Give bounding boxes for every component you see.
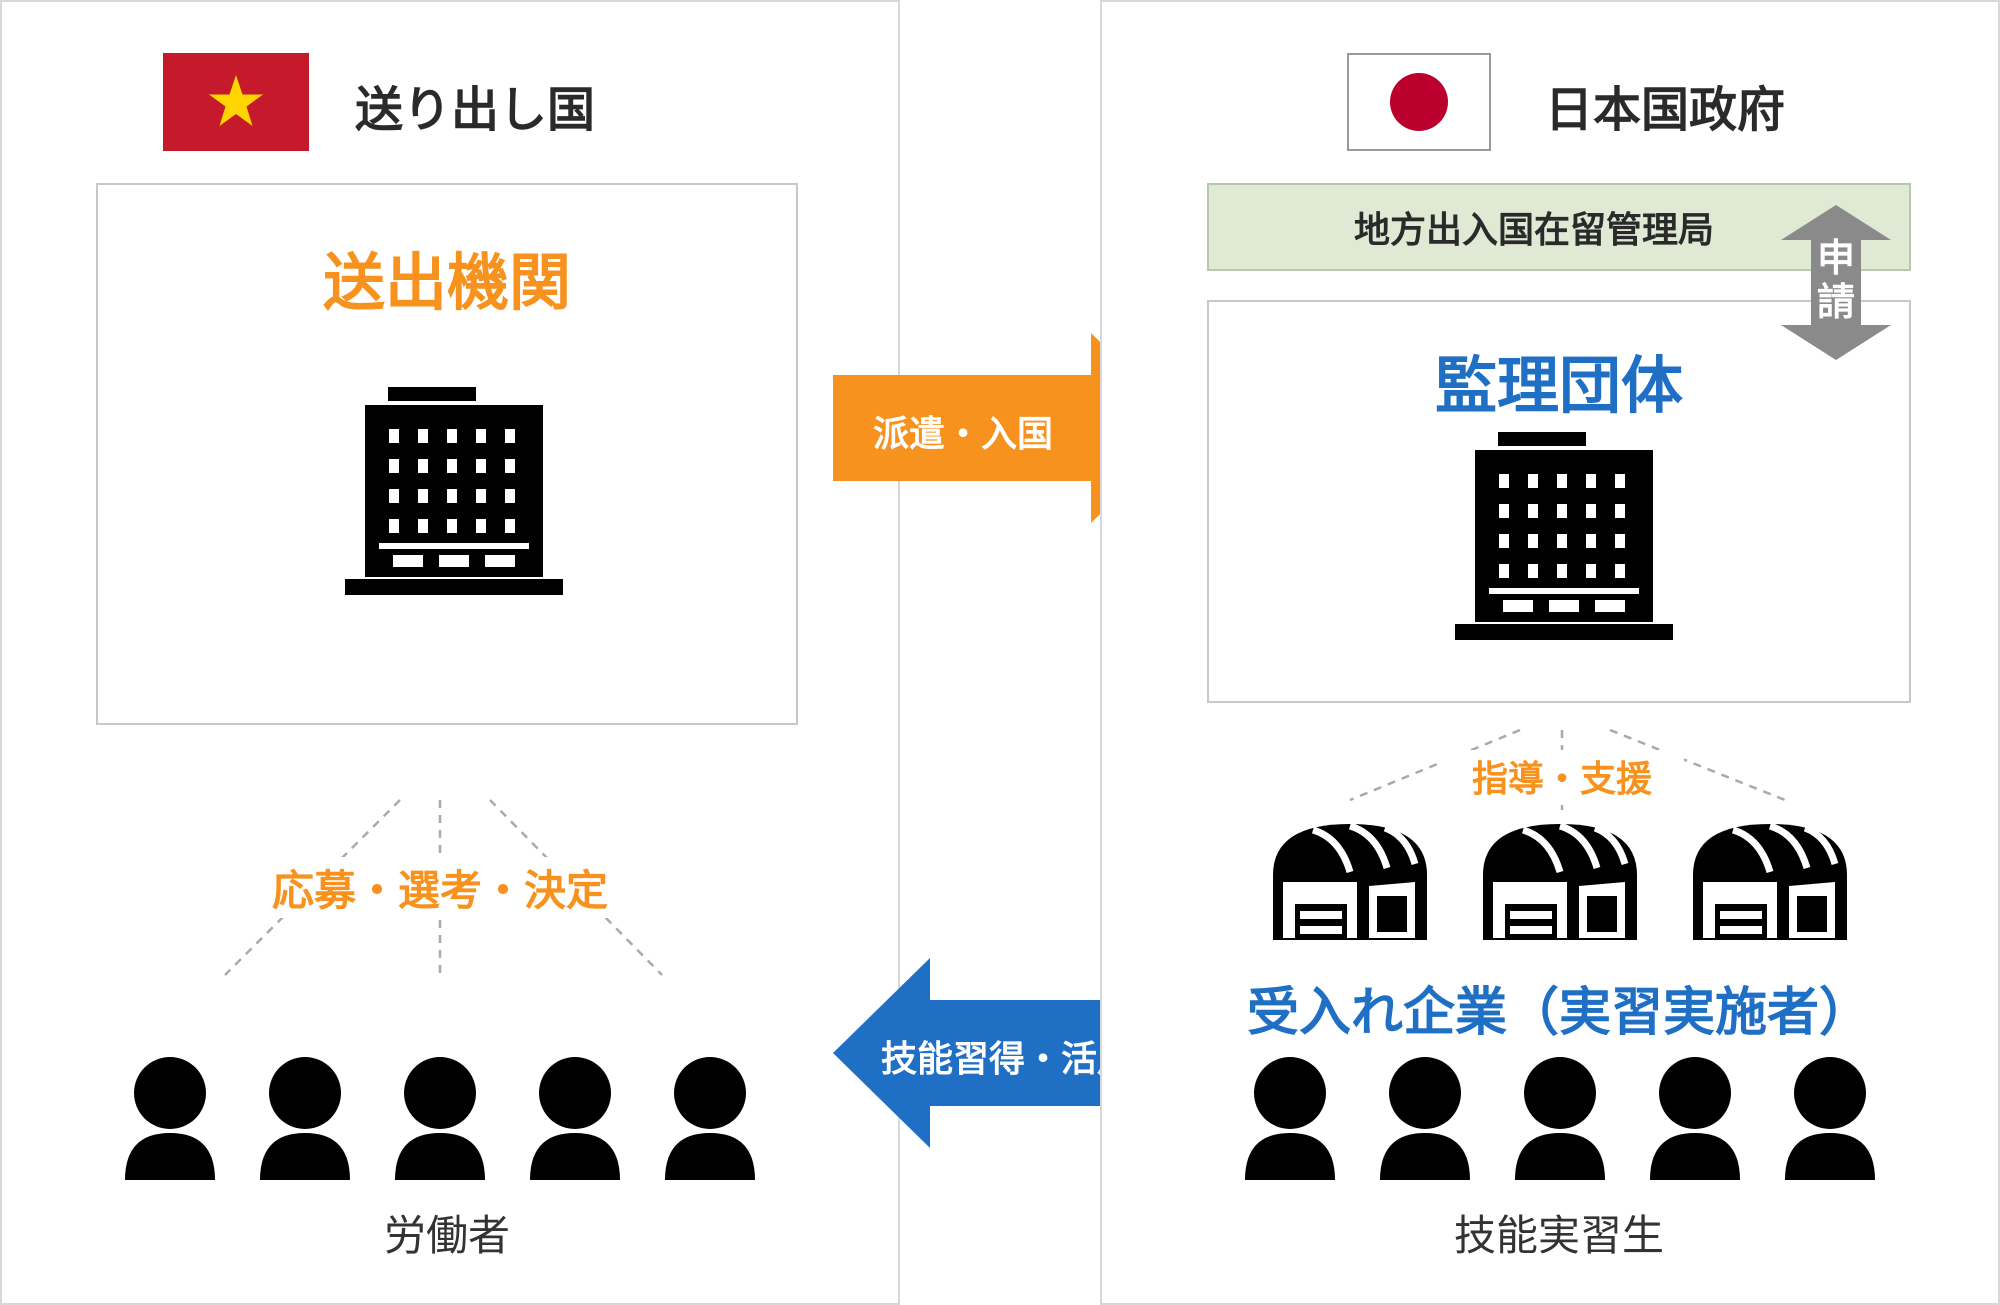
application-label: 申請	[1816, 236, 1855, 324]
dispatch-arrow-label: 派遣・入国	[873, 414, 1054, 455]
return-arrow-label: 技能習得・活用	[881, 1039, 1134, 1080]
office-building-icon	[1453, 430, 1675, 650]
host-company-label: 受入れ企業（実習実施者）	[1246, 983, 1871, 1043]
person-icon	[1785, 1057, 1875, 1180]
japan-flag-icon	[1347, 53, 1491, 151]
trainees-group	[1245, 1055, 1885, 1185]
factory-icon	[1483, 824, 1637, 940]
guidance-support-label: 指導・支援	[1440, 750, 1684, 802]
person-icon	[260, 1057, 350, 1180]
workers-group	[125, 1055, 765, 1185]
host-companies-group	[1265, 820, 1865, 960]
selection-process-label: 応募・選考・決定	[200, 857, 680, 918]
person-icon	[530, 1057, 620, 1180]
factory-icon	[1693, 824, 1847, 940]
person-icon	[1515, 1057, 1605, 1180]
sending-country-label: 送り出し国	[355, 82, 596, 138]
immigration-bureau-box: 地方出入国在留管理局	[1207, 183, 1911, 271]
person-icon	[1245, 1057, 1335, 1180]
person-icon	[665, 1057, 755, 1180]
supervising-organization-title: 監理団体	[1434, 349, 1683, 422]
person-icon	[1380, 1057, 1470, 1180]
factory-icon	[1273, 824, 1427, 940]
trainees-caption: 技能実習生	[1453, 1211, 1664, 1260]
person-icon	[125, 1057, 215, 1180]
person-icon	[1650, 1057, 1740, 1180]
person-icon	[395, 1057, 485, 1180]
immigration-bureau-label: 地方出入国在留管理局	[1354, 210, 1715, 251]
sending-organization-title: 送出機関	[322, 246, 571, 319]
vietnam-flag-icon	[163, 53, 309, 151]
office-building-icon	[343, 385, 565, 605]
workers-caption: 労働者	[383, 1211, 510, 1260]
dispatch-arrow	[833, 333, 1188, 523]
application-arrow-icon	[1781, 205, 1891, 360]
japan-government-label: 日本国政府	[1545, 82, 1786, 138]
return-arrow	[833, 958, 1188, 1148]
